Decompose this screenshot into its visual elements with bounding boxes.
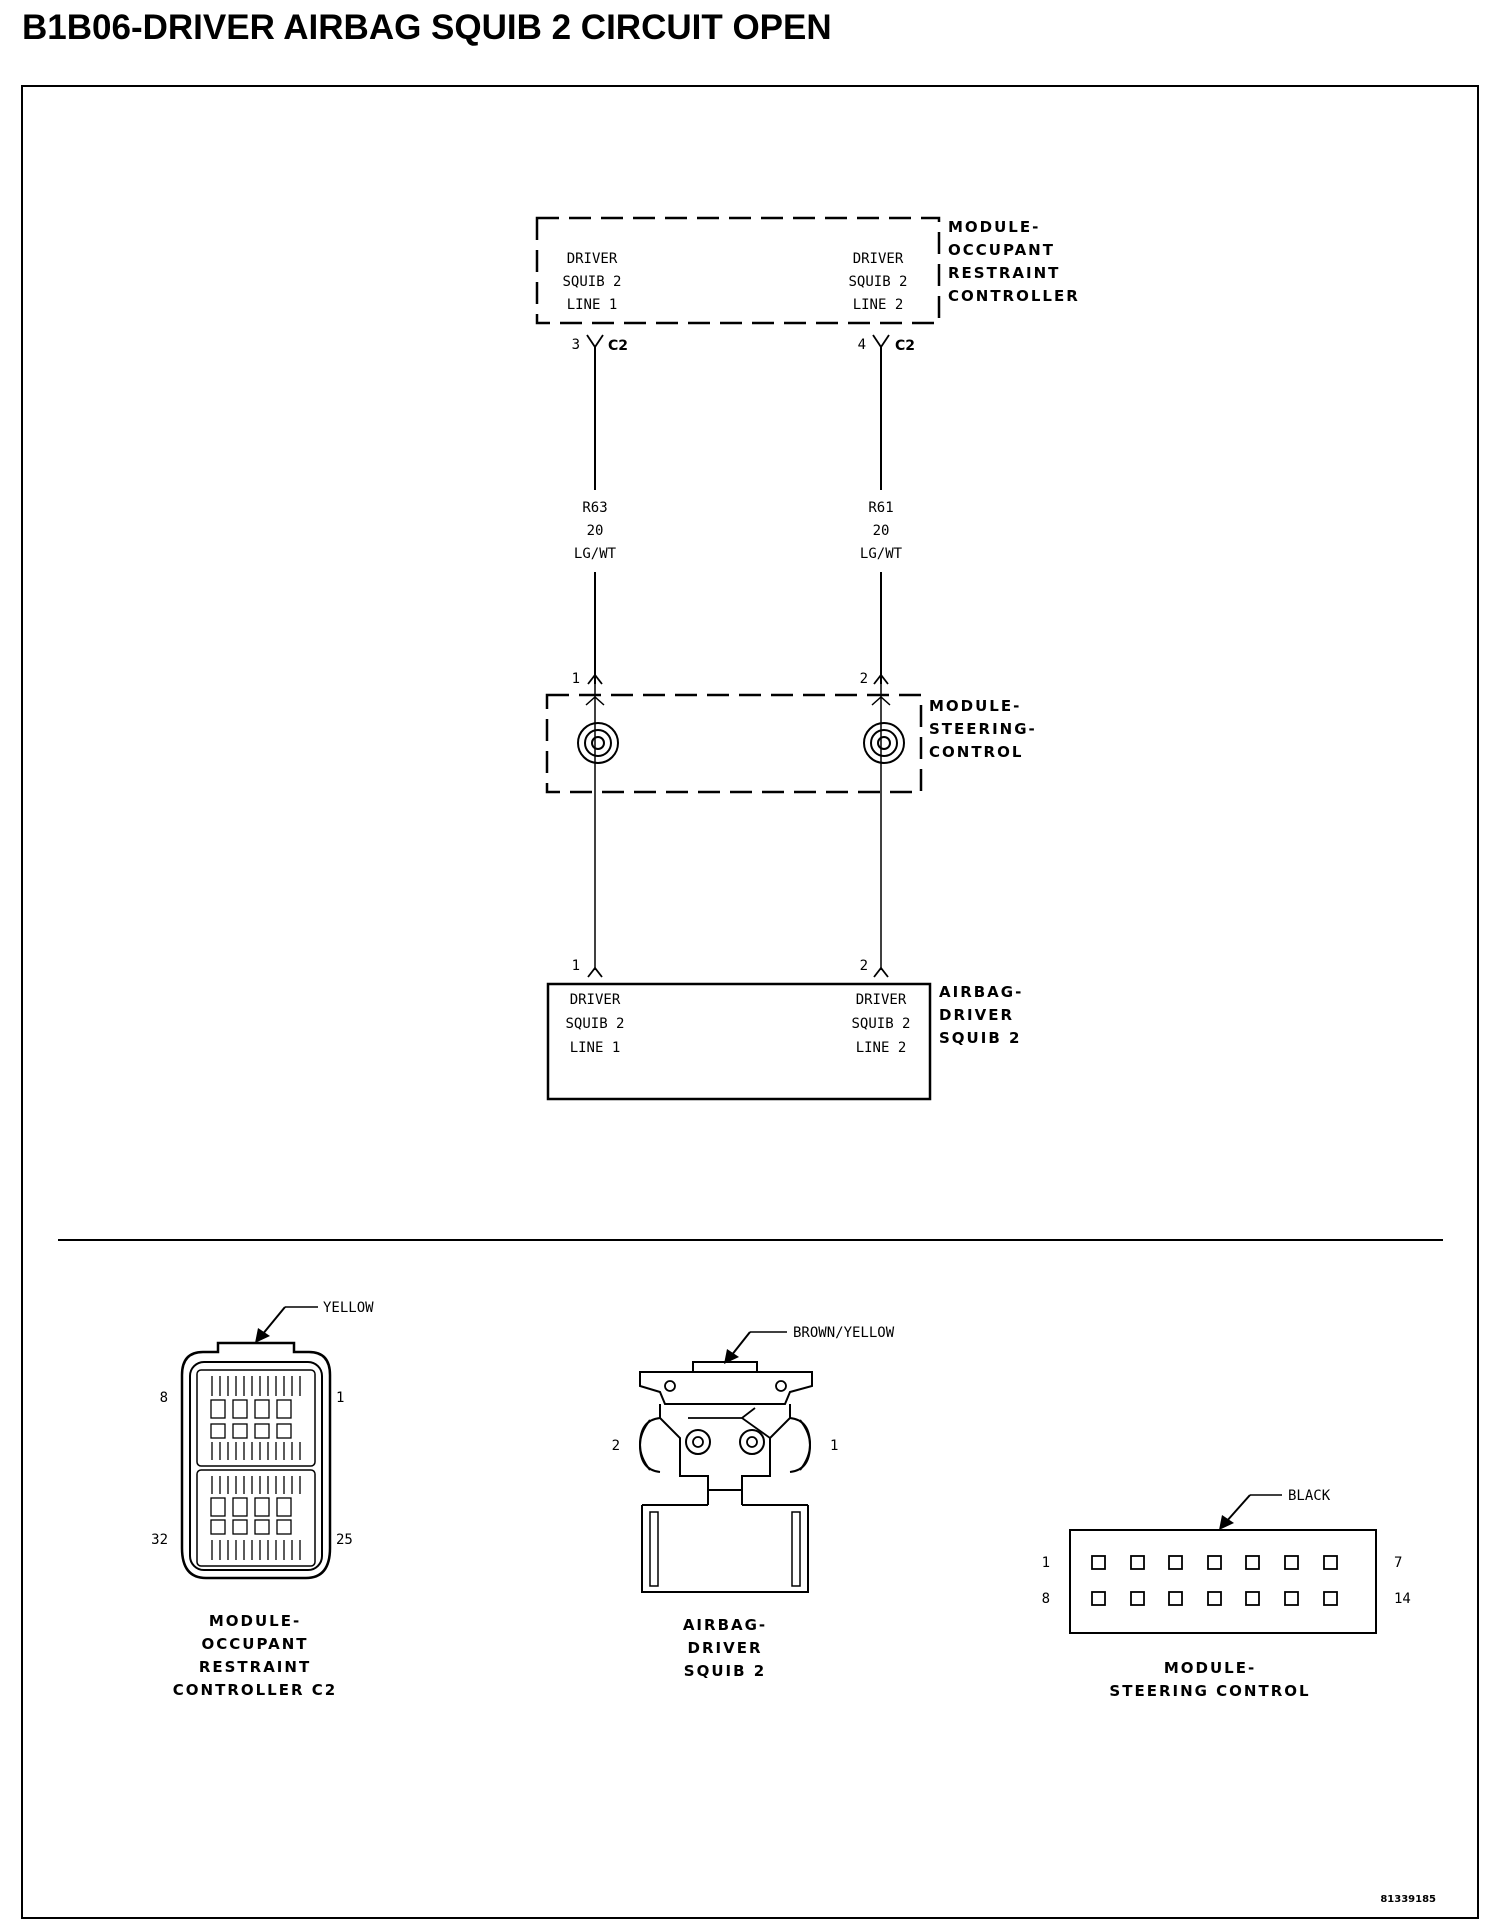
orc-right-pin-line1: DRIVER <box>853 251 904 267</box>
orc-right-pin-line2: SQUIB 2 <box>848 274 907 290</box>
c2-pin-32: 32 <box>151 1532 168 1548</box>
orc-name-line1: MODULE- <box>948 218 1040 236</box>
orc-name-line4: CONTROLLER <box>948 287 1080 305</box>
airbag-name-line3: SQUIB 2 <box>939 1029 1021 1047</box>
diagram-frame <box>21 85 1479 1919</box>
squib-caption-line3: SQUIB 2 <box>684 1662 766 1680</box>
clockspring-name-line2: STEERING- <box>929 720 1037 738</box>
orc-right-pin-line3: LINE 2 <box>853 297 904 313</box>
clockspring-coil-right <box>863 722 905 764</box>
c2-caption-line4: CONTROLLER C2 <box>173 1681 337 1699</box>
steering-pin-1: 1 <box>1042 1555 1050 1571</box>
figure-id: 81339185 <box>1380 1894 1436 1905</box>
airbag-left-pin-line3: LINE 1 <box>570 1040 621 1056</box>
clockspring-name-line3: CONTROL <box>929 743 1023 761</box>
airbag-left-pin-line1: DRIVER <box>570 992 621 1008</box>
black-pointer-arrow-icon <box>1219 1515 1234 1530</box>
steering-pin-7: 7 <box>1394 1555 1402 1571</box>
orc-c2-connector: 3 C2 4 C2 <box>572 334 915 354</box>
wire-right-color: LG/WT <box>860 546 903 562</box>
airbag-pin-1: 1 <box>572 958 580 974</box>
c2-pin-25: 25 <box>336 1532 353 1548</box>
clockspring-module: MODULE- STEERING- CONTROL <box>545 684 1037 970</box>
airbag-name-line1: AIRBAG- <box>939 983 1023 1001</box>
steering-pin-14: 14 <box>1394 1591 1411 1607</box>
c2-caption-line1: MODULE- <box>209 1612 301 1630</box>
orc-conn-pin-3: 3 <box>572 337 580 353</box>
steering-cavities <box>1091 1555 1338 1606</box>
c2-caption-line2: OCCUPANT <box>202 1635 309 1653</box>
wire-left-color: LG/WT <box>574 546 617 562</box>
orc-conn-name-left: C2 <box>608 338 628 354</box>
clockspring-top-connector: 1 2 <box>572 671 889 687</box>
c2-pin-8: 8 <box>160 1390 168 1406</box>
steering-caption-line2: STEERING CONTROL <box>1109 1682 1310 1700</box>
c2-color-label: YELLOW <box>323 1300 374 1316</box>
airbag-right-pin-line2: SQUIB 2 <box>851 1016 910 1032</box>
airbag-right-pin-line3: LINE 2 <box>856 1040 907 1056</box>
page-title: B1B06-DRIVER AIRBAG SQUIB 2 CIRCUIT OPEN <box>22 8 832 47</box>
squib-caption-line1: AIRBAG- <box>683 1616 767 1634</box>
steering-color-label: BLACK <box>1288 1488 1331 1504</box>
clockspring-coil-left <box>577 722 619 764</box>
steering-caption-line1: MODULE- <box>1164 1659 1256 1677</box>
orc-module: DRIVER SQUIB 2 LINE 1 DRIVER SQUIB 2 LIN… <box>535 216 1080 325</box>
orc-name-line2: OCCUPANT <box>948 241 1055 259</box>
c2-pin-1: 1 <box>336 1390 344 1406</box>
brown-yellow-pointer-arrow-icon <box>724 1349 739 1364</box>
orc-left-pin-line3: LINE 1 <box>567 297 618 313</box>
steering-pin-8: 8 <box>1042 1591 1050 1607</box>
connector-steering-control: BLACK 1 7 8 14 MODULE- STEERING CONTROL <box>1042 1488 1411 1700</box>
clockspring-name-line1: MODULE- <box>929 697 1021 715</box>
wire-left-circuit: R63 <box>582 500 607 516</box>
orc-left-pin-line2: SQUIB 2 <box>562 274 621 290</box>
wires-upper: R63 20 LG/WT R61 20 LG/WT <box>574 347 903 684</box>
airbag-module: DRIVER SQUIB 2 LINE 1 DRIVER SQUIB 2 LIN… <box>546 982 1023 1101</box>
clockspring-pin-2: 2 <box>860 671 868 687</box>
connector-airbag-squib: BROWN/YELLOW 2 1 AIRBAG- DRIVER SQUIB 2 <box>612 1325 895 1680</box>
squib-pin-1: 1 <box>830 1438 838 1454</box>
connector-orc-c2: YELLOW <box>151 1300 374 1699</box>
airbag-top-connector: 1 2 <box>572 958 889 978</box>
squib-pin-2: 2 <box>612 1438 620 1454</box>
clockspring-pin-1: 1 <box>572 671 580 687</box>
wire-right-gauge: 20 <box>873 523 890 539</box>
orc-conn-pin-4: 4 <box>858 337 866 353</box>
wire-right-circuit: R61 <box>868 500 893 516</box>
squib-color-label: BROWN/YELLOW <box>793 1325 895 1341</box>
airbag-right-pin-line1: DRIVER <box>856 992 907 1008</box>
yellow-pointer-arrow-icon <box>255 1328 270 1343</box>
c2-caption-line3: RESTRAINT <box>199 1658 311 1676</box>
orc-conn-name-right: C2 <box>895 338 915 354</box>
wire-left-gauge: 20 <box>587 523 604 539</box>
airbag-name-line2: DRIVER <box>939 1006 1014 1024</box>
orc-name-line3: RESTRAINT <box>948 264 1060 282</box>
airbag-left-pin-line2: SQUIB 2 <box>565 1016 624 1032</box>
squib-caption-line2: DRIVER <box>688 1639 763 1657</box>
airbag-pin-2: 2 <box>860 958 868 974</box>
orc-left-pin-line1: DRIVER <box>567 251 618 267</box>
